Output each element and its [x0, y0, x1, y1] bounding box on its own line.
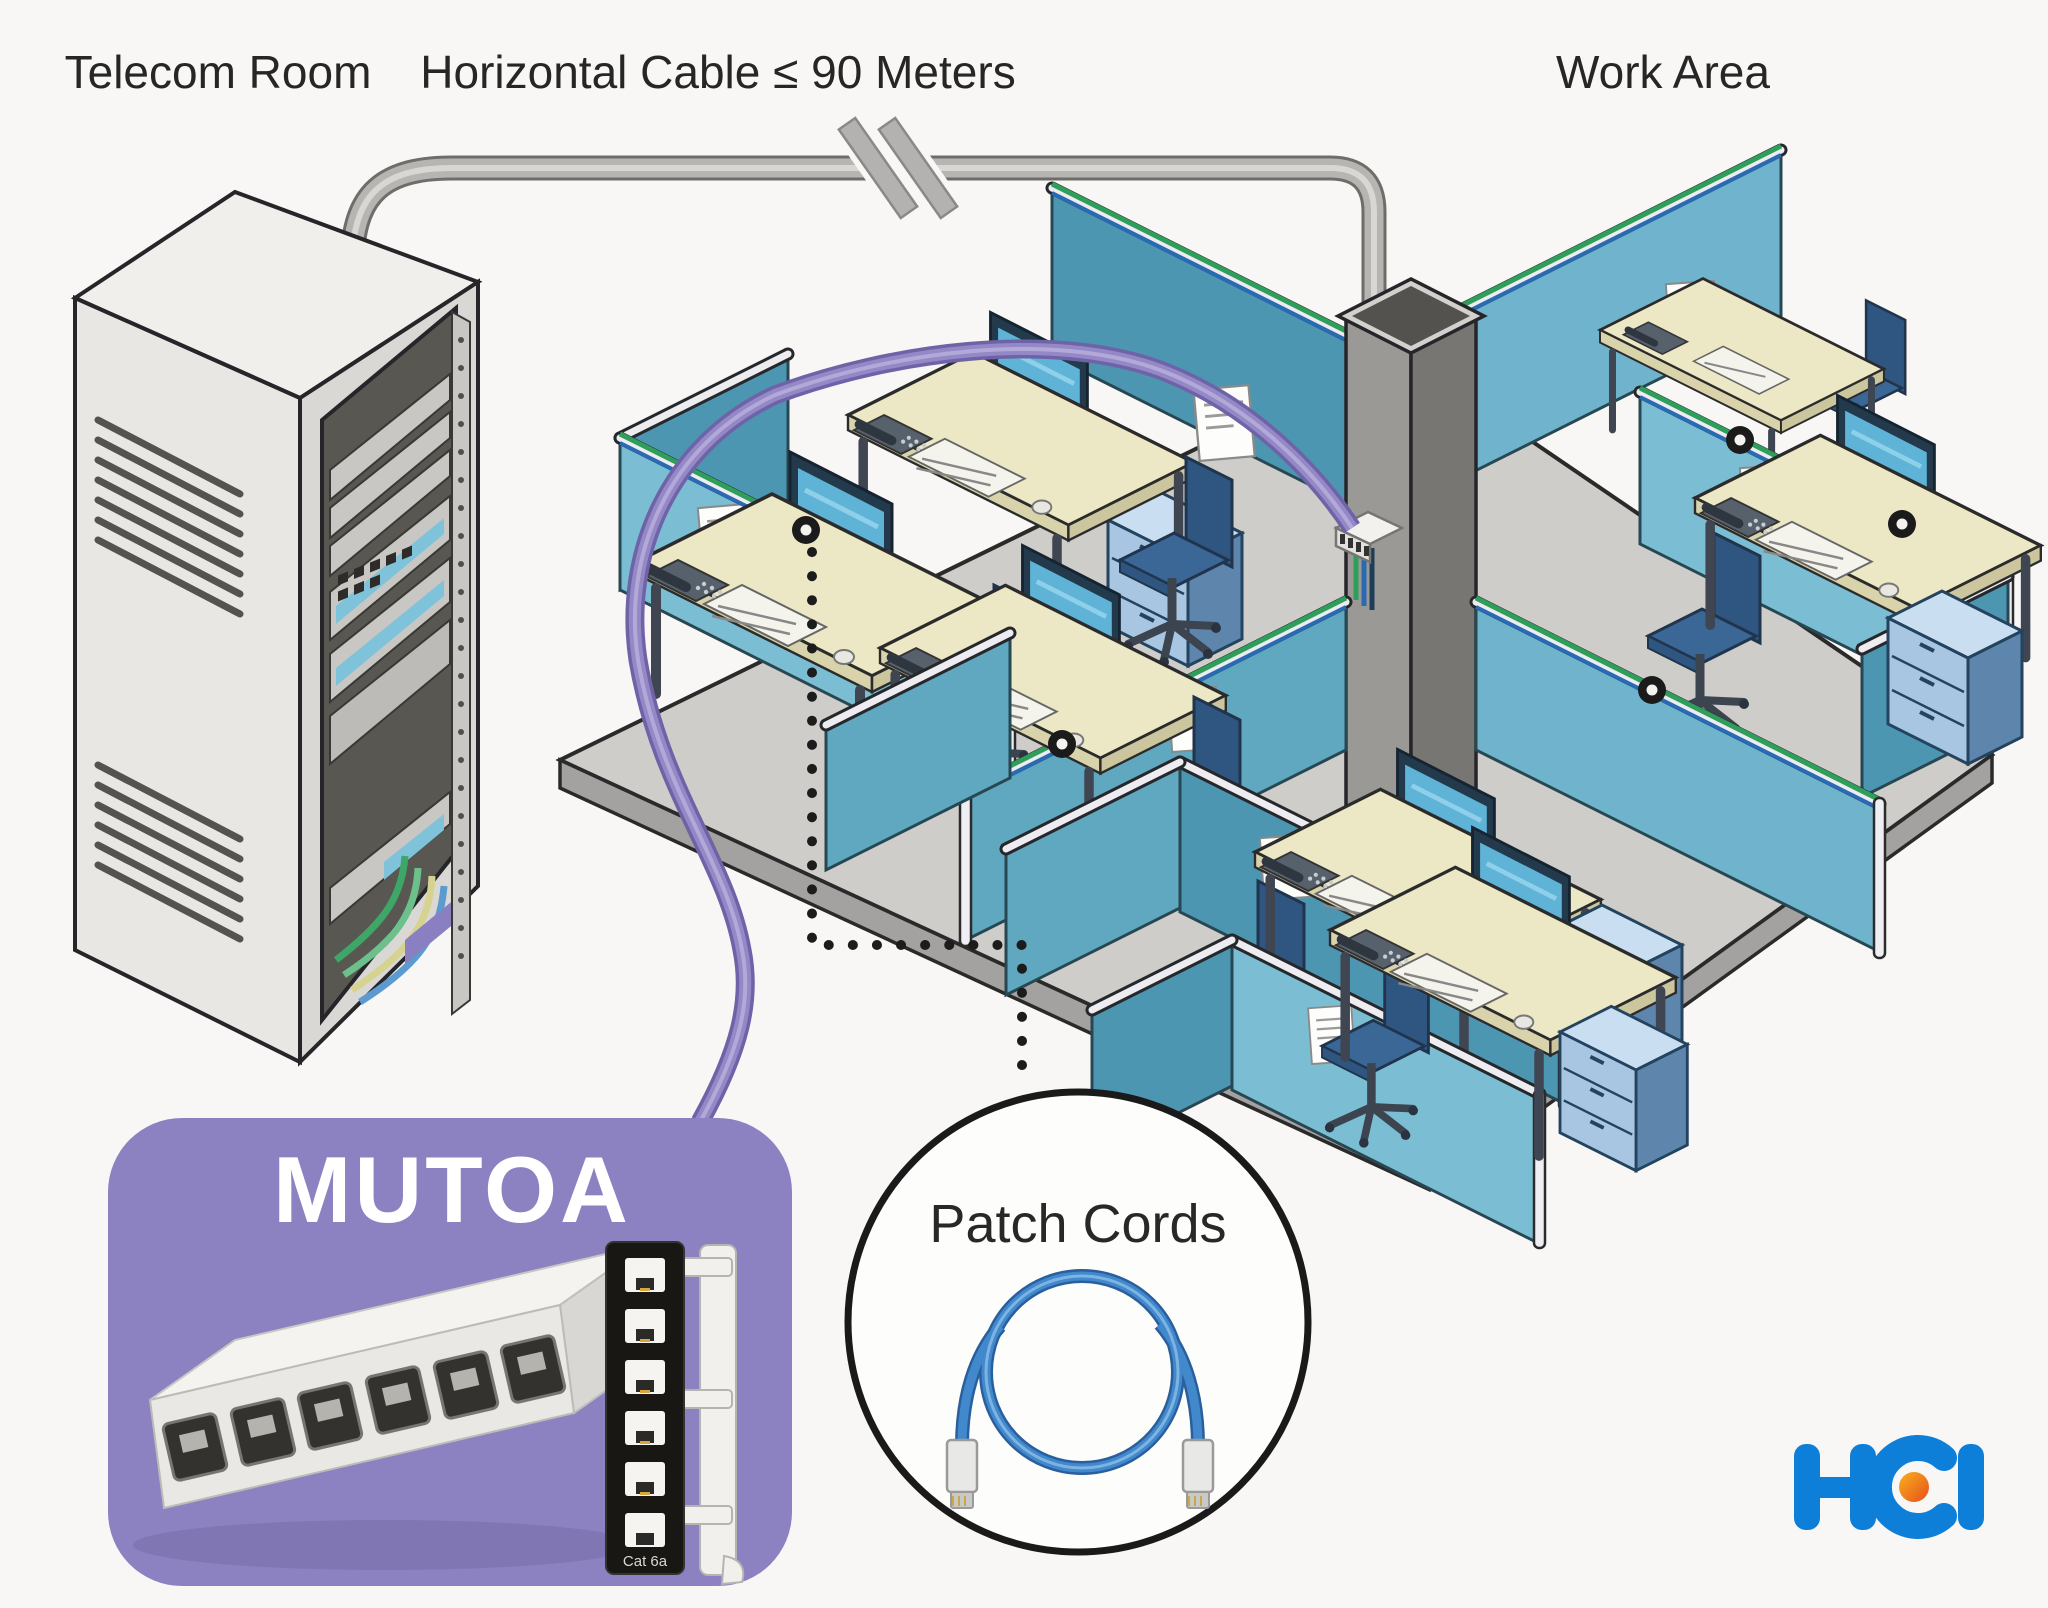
- horizontal-cable-label: Horizontal Cable ≤ 90 Meters: [420, 46, 1015, 98]
- cubicle-wall: [1045, 181, 1353, 506]
- patch-cords-title: Patch Cords: [929, 1194, 1226, 1254]
- patch-panel-icon: Cat 6a: [605, 1241, 745, 1586]
- hci-logo: HCI: [1794, 1435, 1984, 1539]
- work-area-illustration: [555, 143, 2041, 1250]
- patch-cord-callout-dotted-line: [807, 547, 1027, 1091]
- telecom-outlet-icon: [1726, 426, 1754, 454]
- patch-cords-circle: Patch Cords: [844, 1088, 1312, 1556]
- telecom-outlet-icon: [792, 516, 820, 544]
- logo-c-arc: [1866, 1435, 1957, 1539]
- cubicle-wall: [819, 626, 1017, 873]
- work-area-label: Work Area: [1556, 46, 1770, 98]
- rj45-connector-icon: [945, 1438, 979, 1509]
- mutoa-feed-cable: [625, 339, 1360, 1127]
- horizontal-cable: [339, 110, 1387, 334]
- cubicle-wall: [999, 755, 1187, 998]
- rj45-connector-icon: [1181, 1438, 1215, 1509]
- telecom-room-label: Telecom Room: [65, 46, 372, 98]
- cubicle-wall: [1469, 595, 1887, 960]
- telecom-outlet-icon: [1638, 676, 1666, 704]
- patch-panel-label: Cat 6a: [623, 1553, 668, 1570]
- rack-equipment-bay: [320, 303, 471, 1026]
- logo-dot-icon: [1899, 1472, 1929, 1502]
- mutoa-title: MUTOA: [273, 1137, 631, 1242]
- telecom-outlet-icon: [1048, 730, 1076, 758]
- cable-break-icon: [830, 110, 966, 226]
- telecom-outlet-icon: [1888, 510, 1916, 538]
- rack-vents: [94, 416, 244, 943]
- patch-cord-icon: [945, 1269, 1215, 1509]
- mutoa-panel: MUTOA: [108, 1118, 792, 1586]
- server-rack: [70, 189, 483, 1067]
